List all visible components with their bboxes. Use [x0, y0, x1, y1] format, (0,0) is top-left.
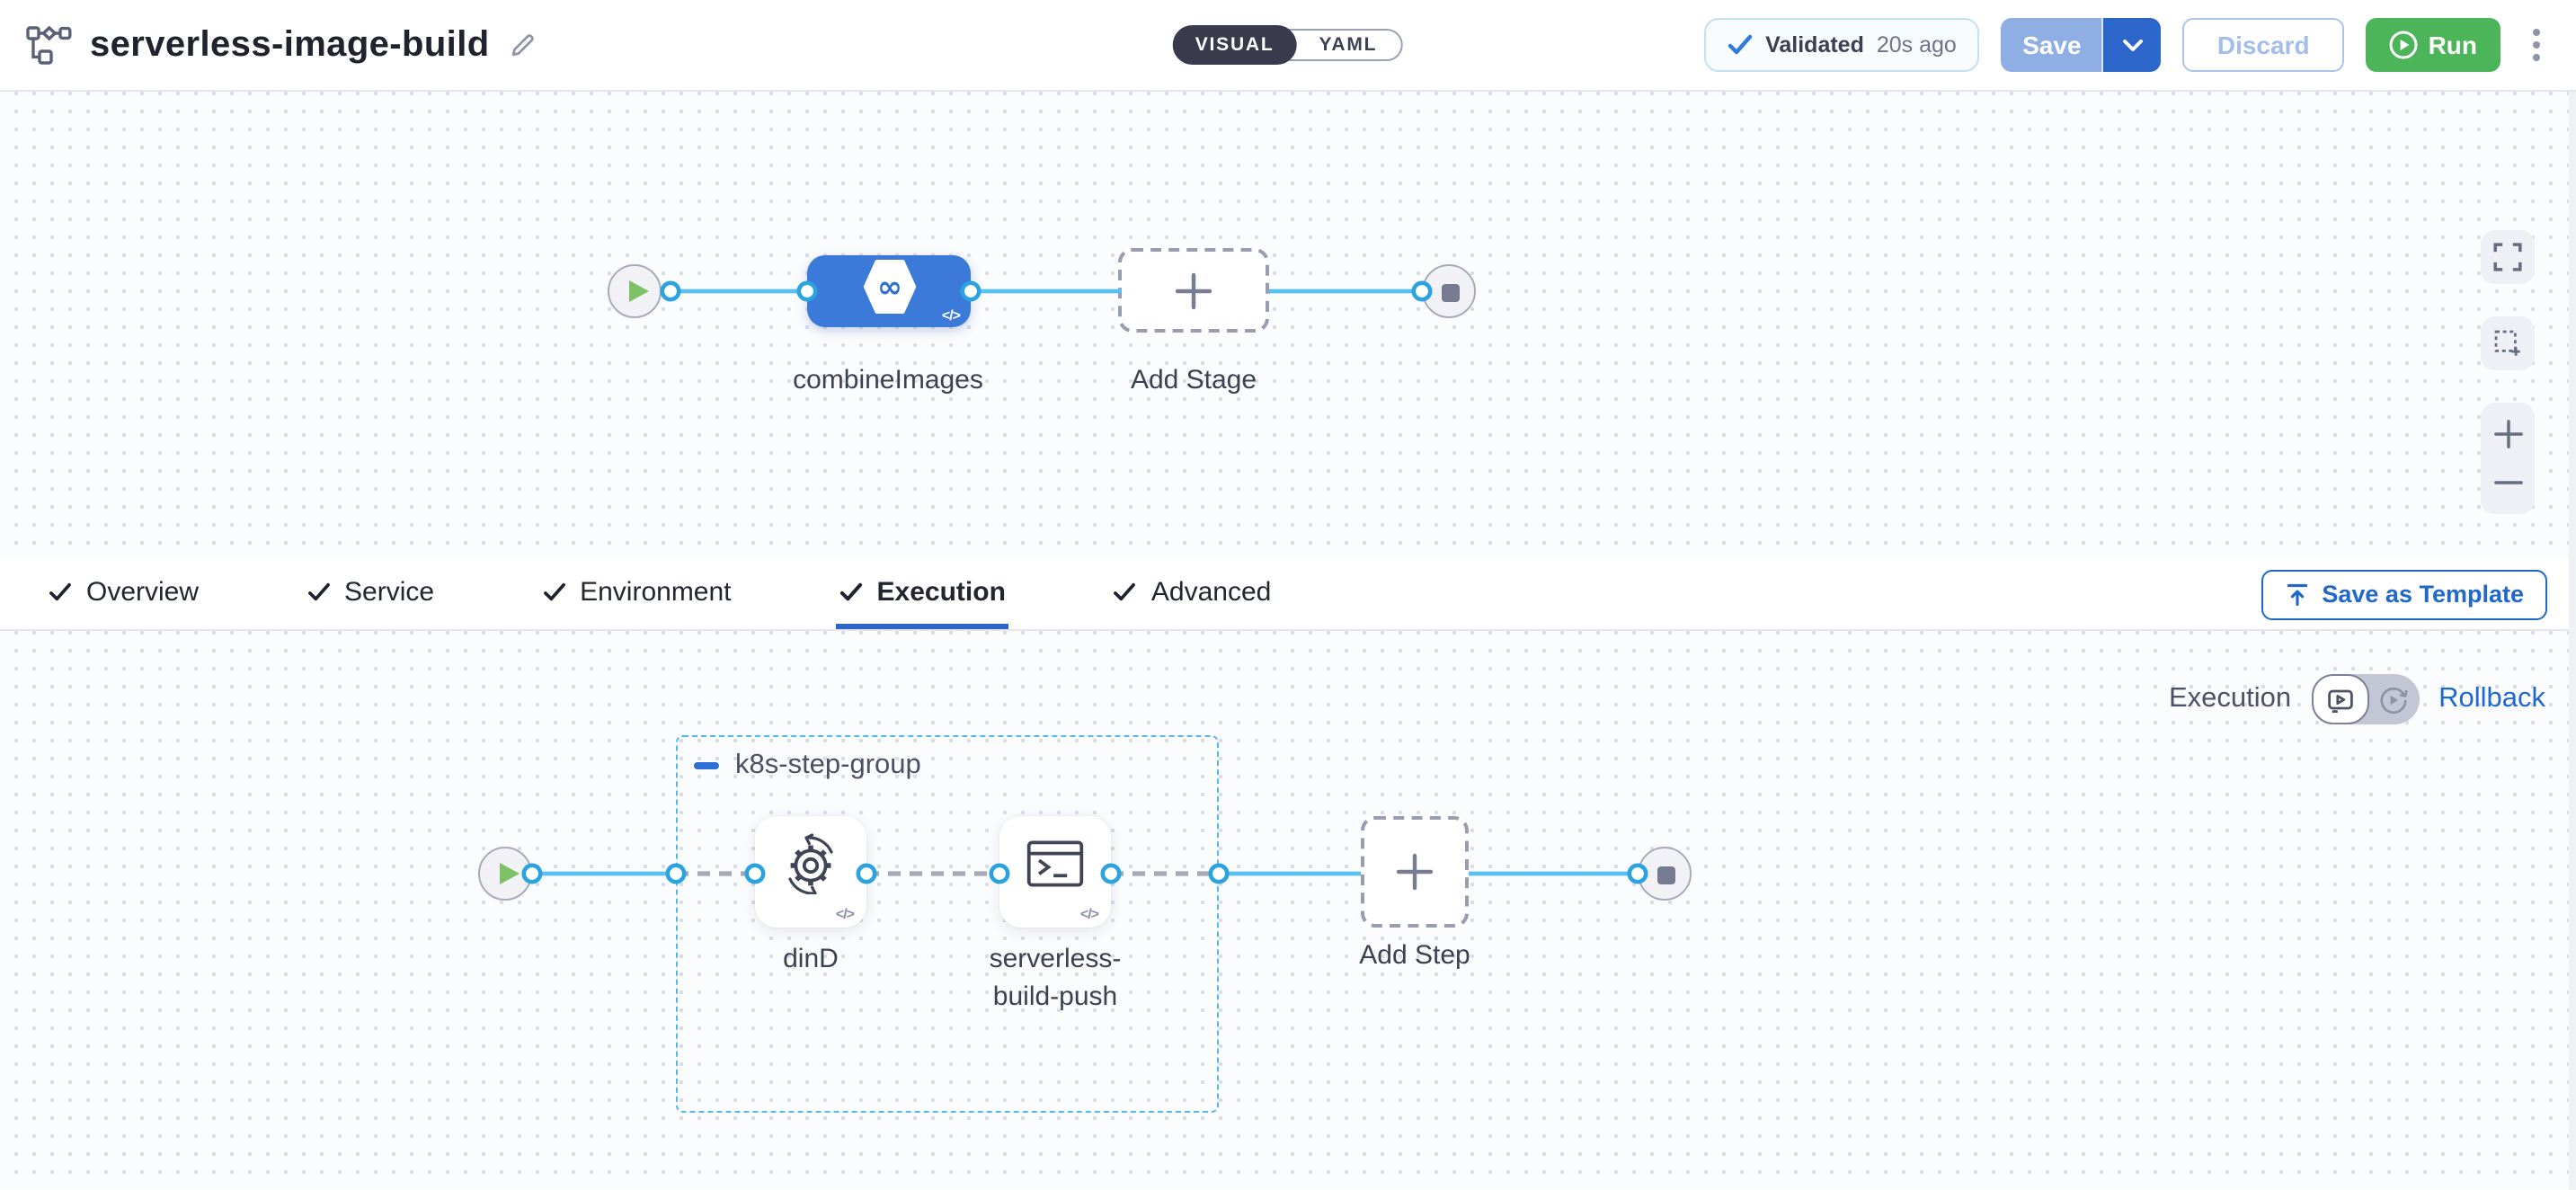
svg-text:∞: ∞: [876, 269, 902, 304]
add-step-button[interactable]: [1361, 816, 1469, 928]
zoom-in-button[interactable]: [2492, 419, 2523, 449]
rollback-view-toggle[interactable]: [2368, 684, 2419, 715]
stage-connector-ports[interactable]: [660, 280, 1433, 302]
execution-start-node: [478, 847, 532, 901]
check-icon: [49, 582, 71, 600]
start-play-icon: [629, 280, 649, 302]
ci-stage-icon: ∞: [862, 258, 916, 324]
chevron-down-icon: [2122, 39, 2143, 50]
check-icon: [839, 582, 862, 600]
service-gear-icon: [780, 832, 841, 902]
toggle-visual[interactable]: VISUAL: [1171, 25, 1298, 65]
tab-environment[interactable]: Environment: [538, 559, 734, 629]
step-group-container[interactable]: [676, 735, 1219, 1113]
stage-config-tabbar: Overview Service Environment Execution A…: [0, 559, 2576, 631]
pipeline-graph-icon: [25, 24, 72, 66]
run-button[interactable]: Run: [2365, 18, 2500, 72]
run-label: Run: [2428, 31, 2477, 59]
stage-label: combineImages: [793, 365, 983, 395]
validated-time: 20s ago: [1876, 32, 1957, 58]
terminal-icon: [1025, 836, 1086, 899]
rollback-link[interactable]: Rollback: [2438, 683, 2545, 714]
execution-rollback-toggle: [2311, 674, 2420, 724]
header-left: serverless-image-build: [25, 24, 538, 66]
add-stage-button[interactable]: [1118, 248, 1269, 333]
group-collapse-icon[interactable]: [694, 762, 719, 768]
edit-pencil-icon[interactable]: [508, 30, 538, 60]
tab-advanced[interactable]: Advanced: [1110, 559, 1275, 629]
visual-yaml-toggle: VISUAL YAML: [1171, 25, 1403, 65]
save-split-button: Save: [2001, 18, 2162, 72]
check-icon: [1728, 34, 1753, 55]
marquee-select-icon: [2494, 330, 2520, 356]
pipeline-end-node: [1422, 264, 1476, 318]
canvas-zoom-controls: [2481, 403, 2535, 514]
execution-canvas[interactable]: Execution Rollback: [0, 631, 2576, 1188]
stage-canvas[interactable]: ∞ </> combineImages Add Stage: [0, 92, 2576, 559]
tab-execution[interactable]: Execution: [835, 559, 1009, 629]
header: serverless-image-build VISUAL YAML Valid…: [0, 0, 2576, 92]
canvas-fullscreen-button[interactable]: [2481, 230, 2535, 284]
upload-icon: [2287, 582, 2307, 606]
code-icon: </>: [1079, 906, 1099, 922]
save-options-caret[interactable]: [2101, 18, 2162, 72]
save-button[interactable]: Save: [2001, 18, 2102, 72]
pipeline-start-node: [608, 264, 662, 318]
minus-icon: [2493, 481, 2522, 484]
execution-view-toggle[interactable]: [2311, 674, 2369, 724]
tab-overview[interactable]: Overview: [45, 559, 202, 629]
start-play-icon: [500, 863, 520, 884]
execution-view-icon: [2327, 688, 2352, 713]
validated-label: Validated: [1765, 32, 1864, 58]
step-node-serverless-build-push[interactable]: </>: [999, 816, 1111, 928]
zoom-out-button[interactable]: [2492, 467, 2523, 498]
canvas-select-button[interactable]: [2481, 316, 2535, 370]
plus-icon: [2493, 420, 2522, 448]
stop-square-icon: [1657, 866, 1674, 884]
tab-service[interactable]: Service: [303, 559, 438, 629]
validated-badge[interactable]: Validated 20s ago: [1704, 18, 1980, 72]
stop-square-icon: [1441, 283, 1459, 301]
discard-button[interactable]: Discard: [2182, 18, 2344, 72]
stage-node-combineimages[interactable]: ∞ </>: [807, 255, 971, 327]
code-icon: </>: [941, 307, 961, 324]
plus-icon: [1396, 853, 1434, 891]
page-title: serverless-image-build: [90, 24, 490, 64]
step-node-dind[interactable]: </>: [755, 816, 866, 928]
header-actions: Validated 20s ago Save Discard Run: [1704, 18, 2551, 72]
fullscreen-icon: [2493, 243, 2522, 271]
scrollbar-track[interactable]: [2569, 92, 2576, 1190]
execution-mode-label: Execution: [2168, 683, 2292, 714]
rollback-view-icon: [2380, 686, 2408, 714]
toggle-yaml[interactable]: YAML: [1296, 29, 1401, 61]
plus-icon: [1175, 271, 1212, 309]
save-as-template-button[interactable]: Save as Template: [2261, 569, 2547, 619]
more-options-kebab-icon[interactable]: [2522, 22, 2551, 68]
step-label-serverless-build-push: serverless-build-push: [989, 944, 1122, 1012]
add-step-label: Add Step: [1359, 940, 1470, 971]
check-icon: [1114, 582, 1136, 600]
add-stage-label: Add Stage: [1130, 365, 1257, 395]
check-icon: [543, 582, 565, 600]
check-icon: [307, 582, 329, 600]
execution-end-node: [1638, 847, 1692, 901]
run-play-icon: [2389, 31, 2418, 59]
stage-edges: [660, 280, 1433, 302]
execution-mode-row: Execution Rollback: [2169, 674, 2545, 724]
code-icon: </>: [835, 906, 855, 922]
step-label-dind: dinD: [783, 944, 839, 974]
step-group-label[interactable]: k8s-step-group: [735, 750, 921, 780]
